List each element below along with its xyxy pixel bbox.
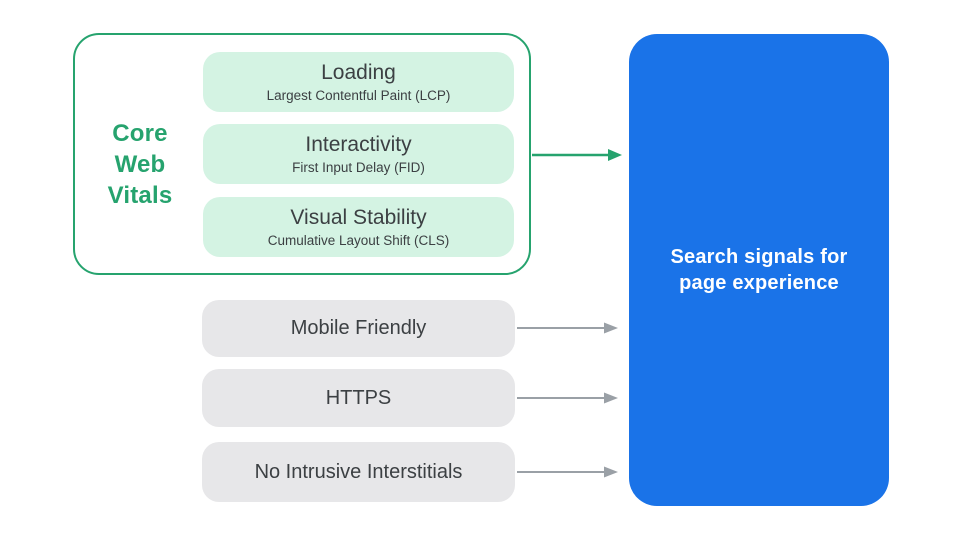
pill-visual-stability: Visual Stability Cumulative Layout Shift… [203, 197, 514, 257]
arrow-mobile-friendly [517, 322, 618, 334]
pill-https: HTTPS [202, 369, 515, 427]
pill-visual-stability-subtitle: Cumulative Layout Shift (CLS) [267, 233, 450, 248]
pill-https-title: HTTPS [325, 386, 392, 409]
pill-no-intrusive-interstitials: No Intrusive Interstitials [202, 442, 515, 502]
pill-visual-stability-title: Visual Stability [290, 206, 427, 229]
pill-mobile-friendly: Mobile Friendly [202, 300, 515, 357]
pill-interactivity-title: Interactivity [305, 133, 412, 156]
pill-no-intrusive-interstitials-title: No Intrusive Interstitials [254, 460, 463, 483]
pill-loading-subtitle: Largest Contentful Paint (LCP) [266, 88, 451, 103]
pill-interactivity: Interactivity First Input Delay (FID) [203, 124, 514, 184]
pill-interactivity-subtitle: First Input Delay (FID) [292, 160, 425, 175]
arrow-https [517, 392, 618, 404]
pill-loading: Loading Largest Contentful Paint (LCP) [203, 52, 514, 112]
arrow-no-intrusive-interstitials [517, 466, 618, 478]
pill-mobile-friendly-title: Mobile Friendly [290, 317, 427, 339]
core-web-vitals-label: Core Web Vitals [107, 120, 173, 209]
arrow-core-web-vitals [532, 149, 622, 161]
search-signals-label: Search signals for page experience [670, 246, 848, 294]
pill-loading-title: Loading [321, 61, 396, 84]
search-signals-box: Search signals for page experience [629, 34, 889, 506]
